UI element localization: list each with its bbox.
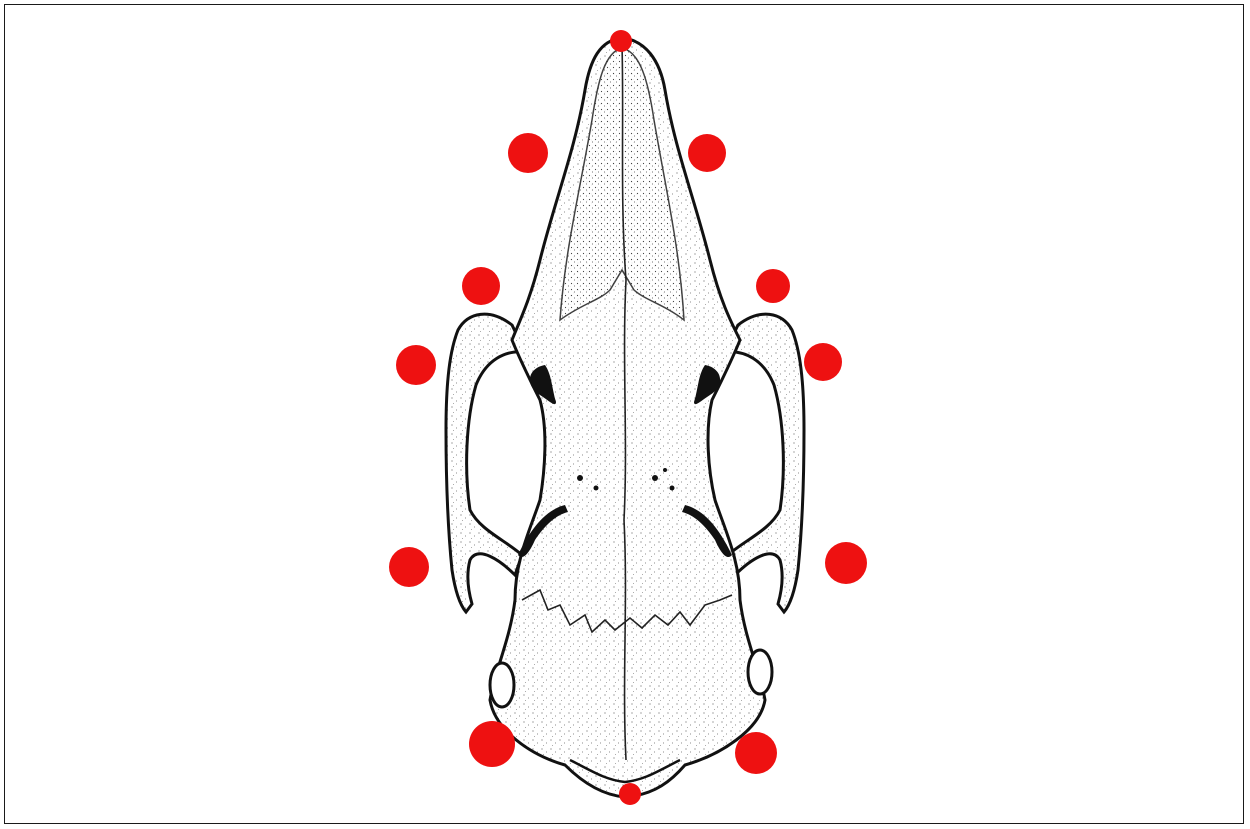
zygomatic-arch-left xyxy=(446,314,525,612)
landmark-orbit-front-right xyxy=(756,269,790,303)
auditory-bulla-right xyxy=(748,650,772,694)
landmark-occipital-left xyxy=(469,721,515,767)
landmark-zygomatic-rear-right xyxy=(825,542,867,584)
landmark-rostrum-left xyxy=(508,133,548,173)
landmark-rostrum-right xyxy=(688,134,726,172)
landmark-occipital-tip xyxy=(619,783,641,805)
landmark-orbit-front-left xyxy=(462,267,500,305)
landmark-zygomatic-front-left xyxy=(396,345,436,385)
landmark-occipital-right xyxy=(735,732,777,774)
landmark-zygomatic-rear-left xyxy=(389,547,429,587)
auditory-bulla-left xyxy=(490,663,514,707)
landmark-zygomatic-front-right xyxy=(804,343,842,381)
landmark-snout-tip xyxy=(610,30,632,52)
